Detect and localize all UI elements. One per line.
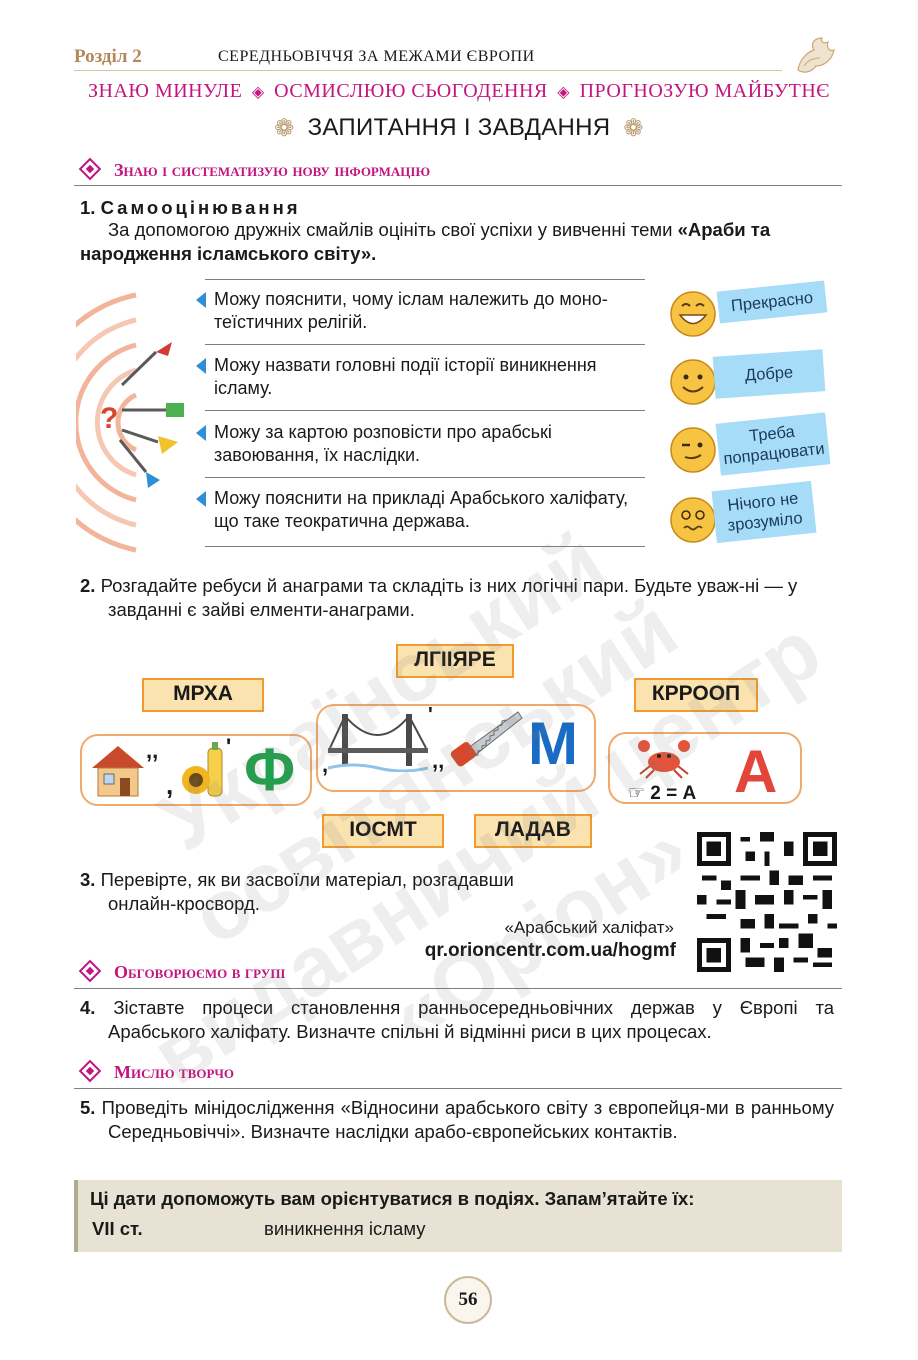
diamond-separator-icon: ◈: [251, 84, 265, 101]
row-separator: [205, 279, 645, 280]
task-1-intro: За допомогою дружніх смайлів оцініть сво…: [108, 219, 678, 240]
motto: ЗНАЮ МИНУЛЕ ◈ ОСМИСЛЮЮ СЬОГОДЕННЯ ◈ ПРОГ…: [0, 80, 918, 103]
dragon-ornament-icon: [797, 37, 835, 73]
section-rule: [74, 988, 842, 989]
row-separator: [205, 546, 645, 547]
celtic-knot-icon: ❁: [274, 115, 295, 143]
row-separator: [205, 344, 645, 345]
rebus-letter: М: [528, 710, 578, 777]
task-1-heading: 1. Самооцінювання: [80, 196, 301, 220]
questions-title-text: ЗАПИТАННЯ І ЗАВДАННЯ: [307, 114, 611, 141]
section-heading-discuss: Обговорюємо в групі: [78, 959, 286, 983]
smiling-smiley-icon: [670, 359, 716, 405]
task-5-text: 5. Проведіть мінідослідження «Відносини …: [80, 1096, 834, 1144]
laughing-smiley-icon: [670, 291, 716, 337]
task-4-body: Зіставте процеси становлення ранньосеред…: [108, 997, 834, 1042]
header-rule: [74, 70, 782, 71]
date-event: виникнення ісламу: [264, 1218, 426, 1239]
bridge-icon: [328, 714, 428, 772]
qr-code-icon[interactable]: [697, 832, 837, 972]
section-heading-creative: Мислю творчо: [78, 1059, 235, 1083]
rebus-comma-mark: ,: [166, 770, 174, 800]
rating-needs-work: Треба попрацювати: [715, 412, 831, 476]
motto-part-3: ПРОГНОЗУЮ МАЙБУТНЄ: [579, 80, 830, 102]
task-number: 4.: [80, 997, 96, 1018]
sunflower-oil-icon: [182, 742, 223, 797]
dates-box: Ці дати допоможуть вам орієнтуватися в п…: [74, 1180, 842, 1252]
diamond-bullet-icon: [78, 1059, 102, 1083]
task-number: 1.: [80, 197, 96, 218]
anagram-box: ЛАДАВ: [474, 814, 592, 848]
task-1-text: За допомогою дружніх смайлів оцініть сво…: [80, 218, 840, 266]
rebus-comma-mark: ,,: [432, 748, 445, 773]
diamond-bullet-icon: [78, 959, 102, 983]
rating-good: Добре: [712, 349, 826, 399]
dates-title: Ці дати допоможуть вам орієнтуватися в п…: [90, 1188, 695, 1209]
task-3-body: Перевірте, як ви засвоїли матеріал, розг…: [100, 869, 514, 914]
motto-part-1: ЗНАЮ МИНУЛЕ: [87, 80, 243, 102]
self-assessment-item: Можу пояснити на прикладі Арабського хал…: [196, 487, 646, 533]
task-1-title: Самооцінювання: [100, 197, 301, 218]
task-2-text: 2. Розгадайте ребуси й анаграми та склад…: [80, 574, 840, 622]
rebus-comma-mark: ,,: [146, 738, 159, 763]
task-1-topic: «Араби та народження ісламського світу».: [80, 219, 771, 264]
section-title: СЕРЕДНЬОВІЧЧЯ ЗА МЕЖАМИ ЄВРОПИ: [218, 48, 535, 65]
rating-confused: Нічого не зрозуміло: [711, 480, 817, 544]
rebus-letter: Ф: [244, 736, 296, 803]
section-heading-know: Знаю і систематизую нову інформацію: [78, 157, 431, 181]
crab-icon: [638, 740, 690, 779]
rebus-letter: А: [734, 738, 778, 805]
anagram-box: МРХА: [142, 678, 264, 712]
diamond-separator-icon: ◈: [557, 84, 571, 101]
section-heading-text: Обговорюємо в групі: [114, 962, 286, 982]
diamond-bullet-icon: [78, 157, 102, 181]
rebus-hint: ☞ 2 = А: [628, 783, 697, 804]
page-number: 56: [444, 1276, 492, 1324]
section-rule: [74, 185, 842, 186]
anagram-box: ЛГІІЯРЕ: [396, 644, 514, 678]
rebus-comma-mark: ,: [322, 752, 329, 777]
target-illustration: ?: [76, 292, 184, 553]
winking-smiley-icon: [670, 427, 716, 473]
rating-excellent: Прекрасно: [716, 280, 828, 324]
section-heading-text: Знаю і систематизую нову інформацію: [114, 160, 431, 180]
task-number: 2.: [80, 575, 96, 596]
task-number: 5.: [80, 1097, 96, 1118]
section-rule: [74, 1088, 842, 1089]
section-label: Розділ 2: [74, 46, 142, 67]
confused-smiley-icon: [670, 497, 716, 543]
celtic-knot-icon: ❁: [623, 115, 644, 143]
task-4-text: 4. Зіставте процеси становлення ранньосе…: [80, 996, 834, 1044]
questions-title: ❁ ЗАПИТАННЯ І ЗАВДАННЯ ❁: [0, 114, 918, 143]
self-assessment-item: Можу пояснити, чому іслам належить до мо…: [196, 288, 646, 334]
task-5-body: Проведіть мінідослідження «Відносини ара…: [101, 1097, 834, 1142]
row-separator: [205, 477, 645, 478]
task-3-text: 3. Перевірте, як ви засвоїли матеріал, р…: [80, 868, 580, 916]
self-assessment-item: Можу за картою розповісти про арабські з…: [196, 421, 646, 467]
motto-part-2: ОСМИСЛЮЮ СЬОГОДЕННЯ: [274, 80, 548, 102]
section-heading-text: Мислю творчо: [114, 1062, 235, 1082]
crossword-caption: «Арабський халіфат»: [504, 918, 674, 937]
task-2-body: Розгадайте ребуси й анаграми та складіть…: [100, 575, 798, 620]
rebus-comma-mark: ': [428, 704, 433, 726]
house-icon: [92, 746, 144, 797]
self-assessment-item: Можу назвати головні події історії виник…: [196, 354, 646, 400]
saw-icon: [450, 711, 523, 767]
date-value: VII ст.: [92, 1218, 143, 1239]
svg-text:?: ?: [100, 402, 118, 435]
row-separator: [205, 410, 645, 411]
rebus-comma-mark: ': [226, 734, 232, 759]
task-number: 3.: [80, 869, 96, 890]
anagram-box: ІОСМТ: [322, 814, 444, 848]
crossword-link[interactable]: qr.orioncentr.com.ua/hogmf: [424, 940, 676, 961]
anagram-box: КРРООП: [634, 678, 758, 712]
